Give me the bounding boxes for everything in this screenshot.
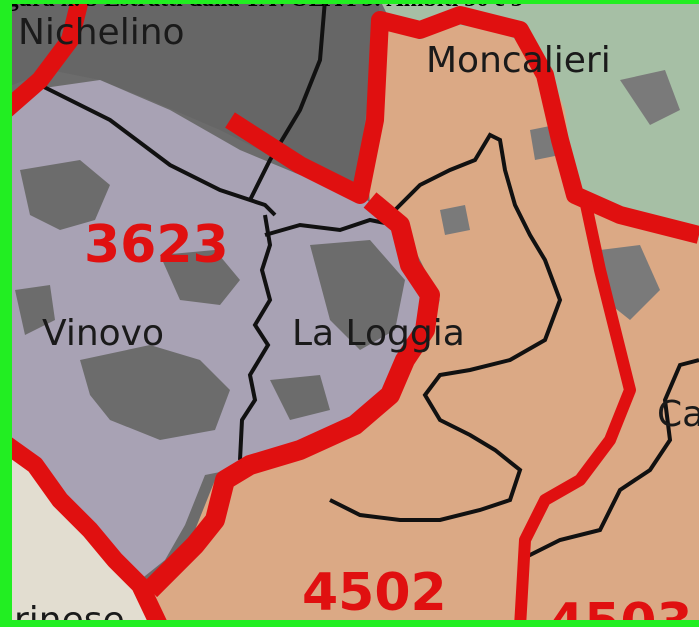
urban-patch-10 (440, 205, 470, 235)
municipal-line-laloggia (264, 217, 396, 237)
urban-patch-2 (80, 345, 230, 440)
label-nichelino: Nichelino (18, 12, 185, 53)
cream-area (0, 445, 165, 627)
urban-patch-4 (310, 240, 405, 350)
ambito-boundary-west (0, 432, 169, 627)
ambito-boundary-3623 (0, 0, 89, 122)
purple-area-3623 (0, 80, 440, 580)
label-torinese: rinese (14, 600, 125, 627)
urban-patch-9 (620, 70, 680, 125)
urban-patch-5 (15, 285, 55, 335)
label-la-loggia: La Loggia (292, 313, 465, 354)
urban-patch-3 (160, 250, 240, 305)
label-vinovo: Vinovo (42, 313, 164, 354)
label-carignano: Ca (657, 394, 699, 435)
gray-area-north (0, 0, 380, 190)
figure-caption: igura n. 5 Estratti dalla TAVOLA P3: Amb… (0, 0, 699, 12)
municipal-line-east (519, 358, 699, 562)
ambito-boundary-nichelino-moncalieri (225, 6, 699, 244)
ambito-code-4503: 4503 (548, 593, 693, 627)
urban-patch-1 (20, 160, 110, 230)
municipal-line-north (248, 0, 327, 201)
urban-patch-6 (270, 375, 330, 420)
municipal-line-vinovo-laloggia (238, 214, 273, 461)
ambito-boundary-4502-4503 (514, 198, 636, 627)
urban-patch-7 (600, 245, 660, 320)
ambito-boundary-3623-4502 (142, 192, 440, 598)
ambito-code-3623: 3623 (84, 215, 229, 275)
label-moncalieri: Moncalieri (426, 40, 611, 81)
municipal-line-nichelino (39, 83, 277, 217)
municipal-line-moncalieri-inner (329, 132, 563, 522)
ambito-code-4502: 4502 (302, 563, 447, 623)
